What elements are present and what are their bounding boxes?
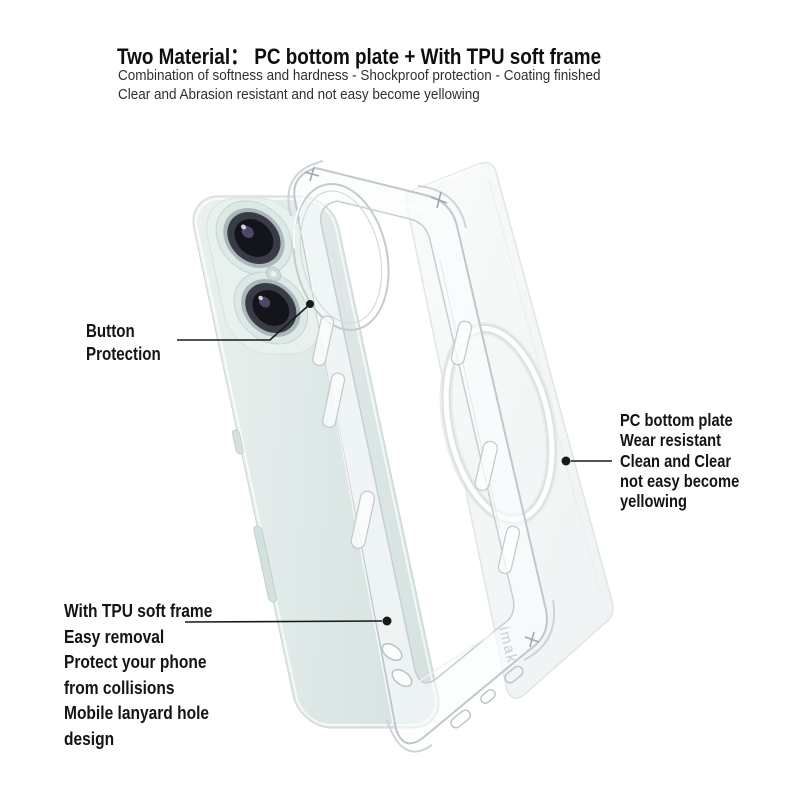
annotation-line: Easy removal [64,625,165,647]
annotation-line: from collisions [64,676,175,698]
annotation-button-protection: Button Protection [86,320,161,365]
frame-button-covers [312,315,521,575]
annotation-line: Button [86,321,135,341]
annotation-line: Clean and Clear [620,450,732,471]
annotation-line: PC bottom plate [620,410,733,430]
leader-dot-pc-plate [561,456,571,466]
corner-bumpers [287,160,556,753]
annotation-line: Mobile lanyard hole [64,702,210,724]
annotation-line: Wear resistant [620,430,722,451]
subtitle-line-1: Combination of softness and hardness - S… [118,67,601,84]
camera-lens-bottom [233,271,309,345]
page-title: Two Material： PC bottom plate + With TPU… [117,44,602,69]
lanyard-holes [381,642,413,688]
annotation-line: Protect your phone [64,651,207,673]
annotation-line: yellowing [620,491,687,512]
phone-side-button-small [231,429,244,455]
frame-inner-outline [319,200,515,684]
annotation-tpu-soft-frame: With TPU soft frame Easy removal Protect… [64,598,212,752]
annotation-line: Protection [86,343,161,364]
phone-side-button-long [253,525,278,603]
leader-lines [177,300,612,626]
camera-cutout-ring [292,182,390,332]
leader-dot-tpu-frame [382,616,392,626]
annotation-line: With TPU soft frame [64,600,213,621]
leader-button-protection [177,304,310,341]
tpu-frame: imak [287,160,556,753]
subtitle-line-2: Clear and Abrasion resistant and not eas… [118,86,480,103]
leader-tpu-frame [184,620,383,623]
camera-lens-top [215,200,293,276]
leader-dot-button-protection [306,300,314,308]
port-cutouts [450,665,524,729]
corner-cross-marks [304,166,540,648]
annotation-line: design [64,727,115,749]
annotation-pc-bottom-plate: PC bottom plate Wear resistant Clean and… [620,410,739,511]
subtitle: Combination of softness and hardness - S… [118,66,601,104]
annotation-line: not easy become [620,470,740,491]
